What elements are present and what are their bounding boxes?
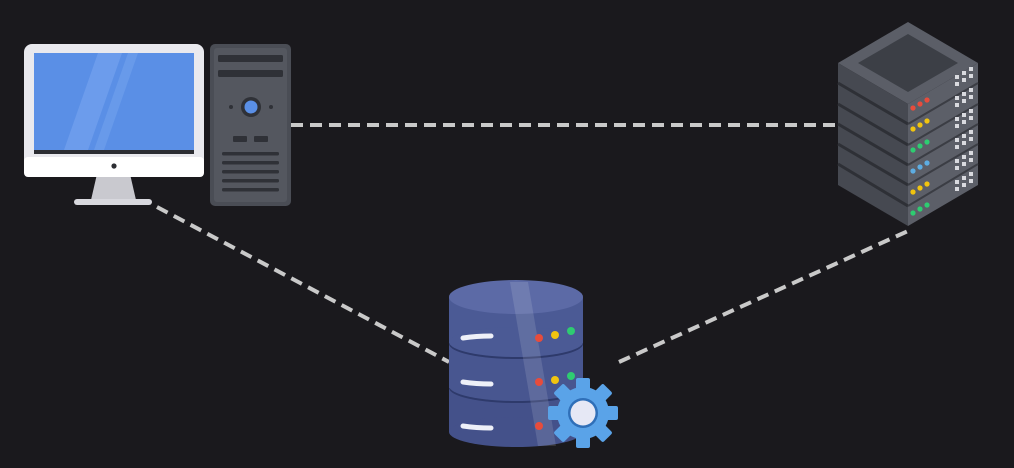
connector-database-to-server: [618, 229, 909, 364]
server-rack-icon: [837, 22, 979, 226]
connector-desktop-to-database: [156, 205, 450, 364]
server-status-leds: [910, 97, 930, 216]
database-icon: [449, 280, 583, 447]
gear-icon: [548, 378, 618, 448]
pc-tower-icon: [210, 44, 291, 206]
desktop-computer-icon: [24, 44, 204, 205]
connectors: [156, 123, 909, 364]
database-status-leds: [535, 327, 575, 430]
